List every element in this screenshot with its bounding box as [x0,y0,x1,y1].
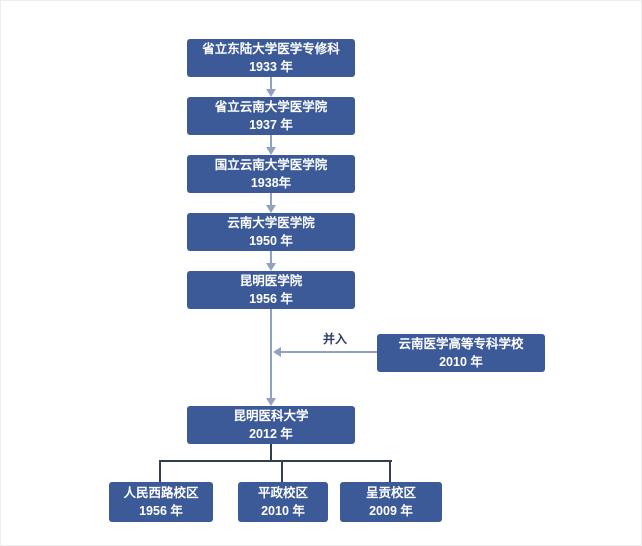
campus-pingzheng: 平政校区 2010 年 [238,482,328,522]
merge-connector-line [281,351,377,353]
node-1937-provincial-yunnan: 省立云南大学医学院 1937 年 [187,97,355,135]
connector-line-4 [270,251,272,264]
connector-line-3 [270,193,272,206]
node-1950-yunnan-medical-college: 云南大学医学院 1950 年 [187,213,355,251]
connector-line-1 [270,77,272,90]
bracket-bar [159,460,392,462]
node-1933-donglu-medical: 省立东陆大学医学专修科 1933 年 [187,39,355,77]
node-title: 平政校区 [257,485,308,500]
node-1956-kunming-medical-college: 昆明医学院 1956 年 [187,271,355,309]
node-year: 1950 年 [249,234,293,248]
merge-label: 并入 [323,332,348,346]
arrow-down-icon [266,205,276,213]
node-title: 省立云南大学医学院 [214,99,328,114]
node-year: 1956 年 [139,504,183,518]
node-year: 2010 年 [261,504,305,518]
bracket-stem [270,444,272,461]
node-title: 国立云南大学医学院 [214,157,328,172]
node-title: 人民西路校区 [123,485,199,500]
campus-chenggong: 呈贡校区 2009 年 [340,482,442,522]
node-1938-national-yunnan: 国立云南大学医学院 1938年 [187,155,355,193]
node-title: 云南大学医学院 [227,215,315,230]
connector-line-2 [270,135,272,148]
arrow-down-icon [266,398,276,406]
bracket-drop-left [159,460,161,483]
arrow-down-icon [266,263,276,271]
campus-renmin-west-road: 人民西路校区 1956 年 [109,482,213,522]
node-year: 1933 年 [249,60,293,74]
arrow-left-icon [273,347,281,357]
node-title: 昆明医学院 [239,273,303,288]
arrow-down-icon [266,147,276,155]
node-year: 2010 年 [439,355,483,369]
node-2012-kunming-medical-university: 昆明医科大学 2012 年 [187,406,355,444]
connector-line-5 [270,309,272,399]
node-year: 1938年 [250,176,292,190]
node-year: 2012 年 [249,427,293,441]
arrow-down-icon [266,89,276,97]
node-title: 省立东陆大学医学专修科 [202,41,340,56]
node-title: 呈贡校区 [365,485,416,500]
bracket-drop-middle [281,460,283,483]
node-title: 昆明医科大学 [233,408,309,423]
node-year: 1956 年 [249,292,293,306]
node-2010-yunnan-medical-junior-college: 云南医学高等专科学校 2010 年 [377,334,545,372]
node-year: 1937 年 [249,118,293,132]
bracket-drop-right [389,460,391,483]
node-title: 云南医学高等专科学校 [398,336,524,351]
node-year: 2009 年 [369,504,413,518]
